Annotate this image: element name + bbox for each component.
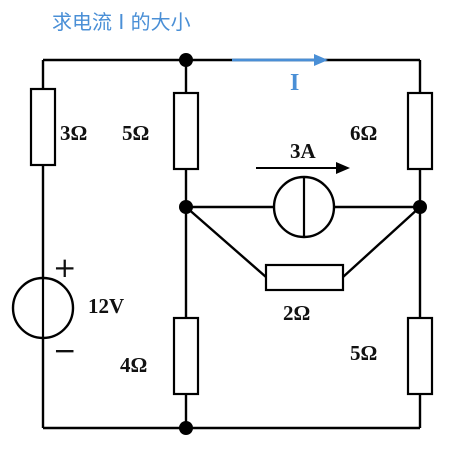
current-label: I [290,70,299,96]
wires [41,58,422,430]
label-minus: − [53,334,76,367]
resistor-5ohm-top [172,91,200,171]
resistor-6ohm [406,91,434,171]
resistor-5ohm-bottom [406,316,434,396]
resistor-4ohm [172,316,200,396]
label-12v: 12V [88,294,124,318]
label-6ohm: 6Ω [350,121,377,145]
wire-bridge-branch [185,206,421,278]
label-3a: 3A [290,139,317,163]
page-title: 求电流 I 的大小 [52,10,191,34]
current-source [272,175,336,239]
label-2ohm: 2Ω [283,301,310,325]
label-5ohm-bottom: 5Ω [350,341,377,365]
voltage-source [11,276,75,340]
resistor-2ohm [264,263,345,292]
node-center-right [413,200,427,214]
node-bottom-middle [179,421,193,435]
resistor-3ohm [29,87,57,167]
node-top-middle [179,53,193,67]
label-3ohm: 3Ω [60,121,87,145]
current-arrow-i [232,54,328,66]
label-plus: + [53,251,76,284]
node-center-left [179,200,193,214]
label-4ohm: 4Ω [120,353,147,377]
label-5ohm-top: 5Ω [122,121,149,145]
current-source-arrow [256,162,350,174]
junction-nodes [179,53,427,435]
